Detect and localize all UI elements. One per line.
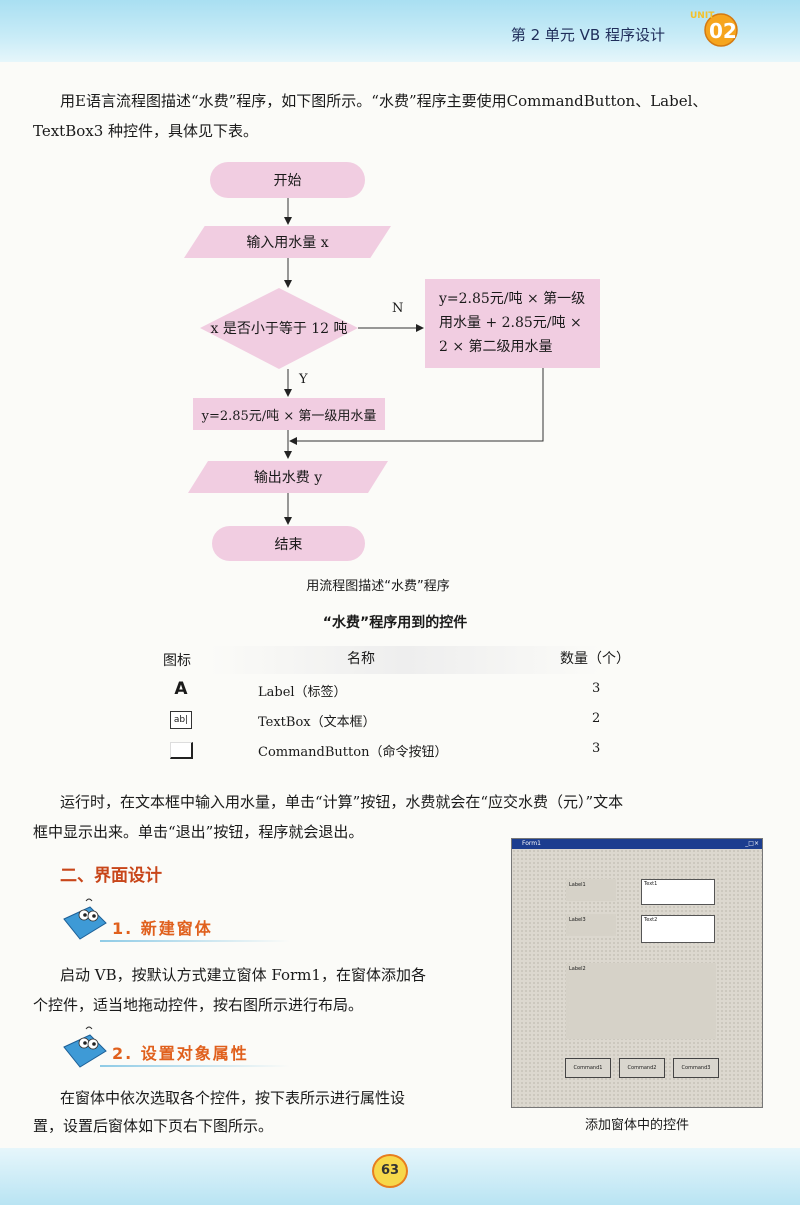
flow-no-branch-line-2: 用水量 + 2.85元/吨 ×	[439, 315, 582, 331]
vb-label-1: Label1	[566, 879, 616, 901]
label-icon: A	[174, 679, 188, 699]
table-row-3-count: 3	[592, 741, 601, 756]
table-row-1-count: 3	[592, 681, 601, 696]
flow-end: 结束	[212, 526, 365, 561]
table-row-2-count: 2	[592, 711, 601, 726]
flow-no-branch: y=2.85元/吨 × 第一级 用水量 + 2.85元/吨 × 2 × 第二级用…	[425, 279, 600, 368]
table-header-band	[160, 646, 650, 674]
flow-yes-branch: y=2.85元/吨 × 第一级用水量	[193, 398, 385, 430]
step1-line-1: 启动 VB，按默认方式建立窗体 Form1，在窗体添加各	[60, 966, 426, 984]
commandbutton-icon	[170, 742, 193, 759]
vb-window-buttons: _□×	[745, 840, 759, 847]
step1-line-2: 个控件，适当地拖动控件，按右图所示进行布局。	[33, 996, 364, 1014]
step1-title: 1. 新建窗体	[112, 919, 213, 938]
table-header-name: 名称	[347, 651, 375, 667]
flow-no-label: N	[392, 301, 404, 316]
flow-decision-text: x 是否小于等于 12 吨	[210, 321, 348, 337]
flow-no-branch-line-3: 2 × 第二级用水量	[439, 339, 553, 355]
flow-yes-label: Y	[299, 372, 308, 387]
mascot-icon	[63, 898, 107, 940]
flow-start: 开始	[210, 162, 365, 198]
intro-line-2: TextBox3 种控件，具体见下表。	[33, 122, 259, 140]
page-number: 63	[372, 1154, 408, 1188]
step2-line-1: 在窗体中依次选取各个控件，按下表所示进行属性设	[60, 1089, 406, 1107]
table-header-icon: 图标	[163, 653, 191, 669]
vb-form-titlebar: Form1 _□×	[512, 839, 762, 849]
flow-no-branch-line-1: y=2.85元/吨 × 第一级	[439, 291, 586, 307]
mascot-icon	[63, 1026, 107, 1068]
intro-line-1: 用E语言流程图描述“水费”程序，如下图所示。“水费”程序主要使用CommandB…	[60, 92, 708, 110]
section-title: 二、界面设计	[60, 866, 162, 886]
table-row-2-name: TextBox（文本框）	[258, 715, 376, 730]
vb-textbox-2: Text2	[641, 915, 715, 943]
unit-title: 第 2 单元 VB 程序设计	[510, 26, 665, 44]
flowchart-caption: 用流程图描述“水费”程序	[306, 579, 450, 594]
unit-badge-number: 02	[709, 19, 737, 43]
vb-textbox-1: Text1	[641, 879, 715, 905]
unit-badge-label: UNIT	[690, 11, 715, 21]
step2-underline	[100, 1065, 290, 1067]
vb-command-3: Command3	[673, 1058, 719, 1078]
vb-label-3: Label2	[566, 963, 716, 1039]
table-row-1-name: Label（标签）	[258, 685, 347, 700]
vb-form-title: Form1	[522, 840, 541, 847]
flow-decision-diamond	[200, 288, 358, 369]
flow-input: 输入用水量 x	[184, 226, 391, 258]
step2-title: 2. 设置对象属性	[112, 1044, 249, 1063]
table-header-count: 数量（个）	[560, 651, 630, 667]
vb-command-1: Command1	[565, 1058, 611, 1078]
step1-underline	[100, 940, 290, 942]
table-title: “水费”程序用到的控件	[322, 615, 468, 631]
unit-badge: UNIT 02	[690, 11, 738, 47]
vb-form-caption: 添加窗体中的控件	[584, 1118, 689, 1133]
vb-command-2: Command2	[619, 1058, 665, 1078]
textbox-icon: ab|	[170, 711, 192, 729]
page-header	[0, 0, 800, 62]
vb-label-2: Label3	[566, 914, 616, 936]
flow-output: 输出水费 y	[188, 461, 388, 493]
run-line-2: 框中显示出来。单击“退出”按钮，程序就会退出。	[33, 823, 364, 841]
flowchart-connectors	[284, 198, 544, 525]
table-row-3-name: CommandButton（命令按钮）	[258, 745, 448, 760]
vb-form-screenshot: Form1 _□× Label1 Text1 Label3 Text2 Labe…	[511, 838, 763, 1108]
run-line-1: 运行时，在文本框中输入用水量，单击“计算”按钮，水费就会在“应交水费（元）”文本	[60, 793, 624, 811]
step2-line-2: 置，设置后窗体如下页右下图所示。	[33, 1117, 274, 1135]
